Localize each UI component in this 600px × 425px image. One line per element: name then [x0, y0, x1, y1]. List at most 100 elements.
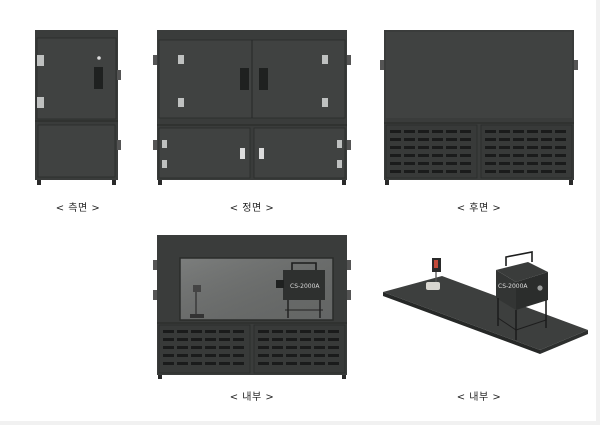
vent-slot	[555, 170, 566, 173]
vent-slot	[404, 162, 415, 165]
vent-slot	[177, 346, 188, 349]
vent-slot	[541, 138, 552, 141]
vent-slot	[314, 354, 325, 357]
vent-slot	[418, 130, 429, 133]
interior-view-cabinet: CS-2000A	[153, 235, 351, 379]
vent-slot	[446, 138, 457, 141]
caption-front-view: < 정면 >	[229, 203, 275, 214]
vent-slot	[485, 162, 496, 165]
vent-slot	[390, 170, 401, 173]
vent-slot	[191, 362, 202, 365]
hinge-icon	[178, 98, 184, 107]
vent-slot	[418, 146, 429, 149]
vent-slot	[258, 362, 269, 365]
vent-slot	[328, 354, 339, 357]
vent-slot	[485, 170, 496, 173]
vent-slot	[300, 362, 311, 365]
vent-slot	[219, 346, 230, 349]
vent-slot	[177, 330, 188, 333]
vent-slot	[191, 354, 202, 357]
vent-slot	[233, 354, 244, 357]
vent-slot	[286, 354, 297, 357]
vent-slot	[460, 170, 471, 173]
latch-icon	[240, 148, 245, 159]
vent-slot	[390, 130, 401, 133]
vent-slot	[527, 170, 538, 173]
vent-slot	[485, 146, 496, 149]
vent-slot	[328, 362, 339, 365]
vent-slot	[432, 154, 443, 157]
vent-slot	[404, 130, 415, 133]
vent-slot	[446, 170, 457, 173]
vent-slot	[527, 130, 538, 133]
vent-slot	[286, 338, 297, 341]
vent-slot	[513, 154, 524, 157]
vent-slot	[527, 162, 538, 165]
hinge-icon	[337, 140, 342, 148]
vent-slot	[527, 138, 538, 141]
vent-slot	[404, 138, 415, 141]
vent-slot	[404, 154, 415, 157]
vent-slot	[513, 146, 524, 149]
vent-slot	[205, 330, 216, 333]
vent-slot	[314, 330, 325, 333]
vent-slot	[177, 362, 188, 365]
vent-slot	[390, 162, 401, 165]
vent-slot	[258, 338, 269, 341]
vent-slot	[300, 330, 311, 333]
device-label: CS-2000A	[290, 283, 320, 290]
vent-slot	[460, 130, 471, 133]
latch-icon	[94, 67, 103, 89]
vent-slot	[191, 346, 202, 349]
measurement-device	[496, 270, 516, 310]
vent-slot	[541, 130, 552, 133]
vent-slot	[272, 330, 283, 333]
vent-slot	[191, 338, 202, 341]
vent-slot	[485, 130, 496, 133]
vent-slot	[446, 154, 457, 157]
vent-slot	[191, 330, 202, 333]
vent-slot	[390, 154, 401, 157]
vent-slot	[446, 146, 457, 149]
vent-slot	[499, 130, 510, 133]
vent-slot	[233, 346, 244, 349]
vent-slot	[328, 346, 339, 349]
vent-slot	[499, 154, 510, 157]
vent-slot	[418, 154, 429, 157]
vent-slot	[460, 146, 471, 149]
vent-slot	[432, 138, 443, 141]
vent-slot	[163, 338, 174, 341]
vent-slot	[432, 130, 443, 133]
vent-slot	[555, 146, 566, 149]
vent-slot	[300, 354, 311, 357]
vent-slot	[527, 154, 538, 157]
vent-slot	[233, 338, 244, 341]
vent-slot	[219, 338, 230, 341]
vent-slot	[499, 162, 510, 165]
vent-slot	[404, 170, 415, 173]
caption-interior-view: < 내부 >	[229, 392, 275, 403]
vent-slot	[163, 362, 174, 365]
vent-slot	[541, 162, 552, 165]
vent-slot	[555, 138, 566, 141]
vent-slot	[286, 362, 297, 365]
vent-slot	[286, 346, 297, 349]
vent-slot	[499, 138, 510, 141]
vent-slot	[258, 354, 269, 357]
vent-slot	[300, 346, 311, 349]
vent-slot	[446, 130, 457, 133]
vent-slot	[541, 146, 552, 149]
vent-slot	[286, 330, 297, 333]
vent-slot	[328, 330, 339, 333]
vent-slot	[460, 138, 471, 141]
hinge-icon	[322, 98, 328, 107]
vent-slot	[513, 162, 524, 165]
hinge-icon	[337, 160, 342, 168]
latch-icon	[259, 148, 264, 159]
vent-grille	[390, 130, 566, 173]
device-label: CS-2000A	[498, 283, 528, 290]
vent-slot	[272, 362, 283, 365]
vent-slot	[163, 346, 174, 349]
